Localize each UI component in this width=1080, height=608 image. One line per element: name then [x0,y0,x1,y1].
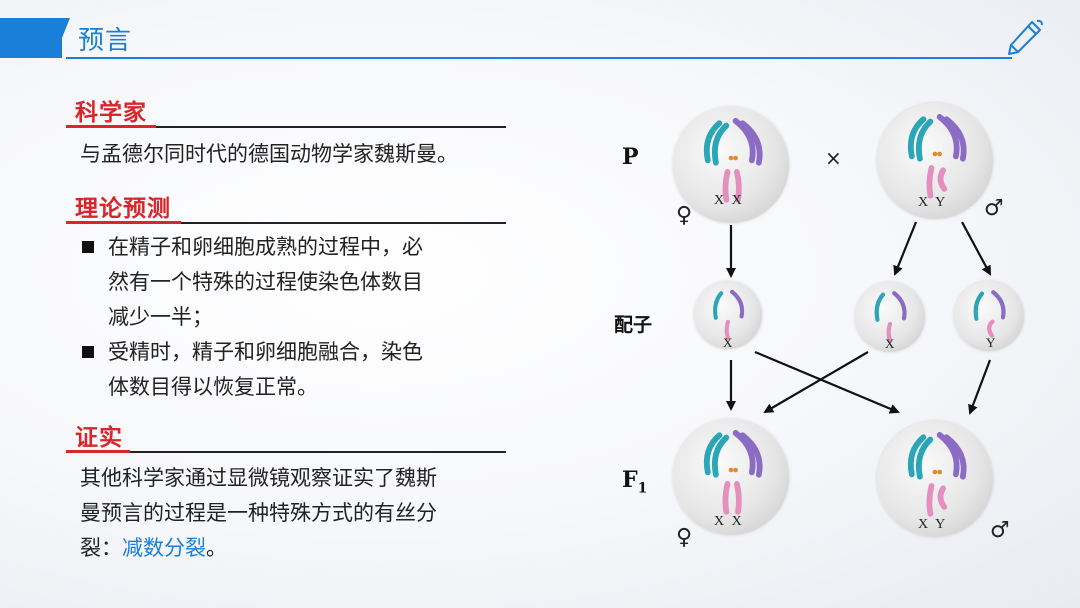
chrom-label-gamete-1: X [723,335,735,350]
section-rule-confirmation [130,451,506,453]
chromosome-set-female [703,118,763,203]
chromosome-set-female [703,430,763,515]
section-rule-prediction [181,222,506,224]
chrom-label-gamete-2: X [885,336,897,351]
male-symbol: ♂ [990,518,1010,543]
page-title: 预言 [78,26,133,56]
chrom-label-gamete-3: Y [986,335,998,350]
gamete-chromosomes [973,290,1006,338]
label-f1: F1 [622,467,648,497]
header-underline [66,57,1012,59]
bullet-marker [82,241,94,253]
gamete-2 [855,282,925,352]
pen-icon [1008,19,1043,55]
prediction-bullet-1: 在精子和卵细胞成熟的过程中，必 然有一个特殊的过程使染色体数目 减少一半； [108,230,423,335]
bullet-marker [82,346,94,358]
scientist-text: 与孟德尔同时代的德国动物学家魏斯曼。 [80,142,458,166]
section-title-prediction: 理论预测 [75,196,171,222]
male-symbol: ♂ [984,196,1004,221]
cell-p-male [877,103,993,219]
gamete-3 [954,281,1024,351]
female-symbol: ♀ [676,203,693,228]
text-line: 在精子和卵细胞成熟的过程中，必 [108,235,423,259]
text-line: 曼预言的过程是一种特殊方式的有丝分 [80,501,437,525]
section-bar-scientist [66,125,156,128]
section-title-confirmation: 证实 [75,425,123,451]
section-bar-prediction [66,221,181,224]
text-line: 受精时，精子和卵细胞融合，染色 [108,340,423,364]
arrow-male-to-gamete-y [961,221,991,276]
confirmation-text: 其他科学家通过显微镜观察证实了魏斯 曼预言的过程是一种特殊方式的有丝分 裂：减数… [80,461,437,566]
chrom-label-p-male: X Y [918,195,948,210]
arrow-male-to-gamete-x [893,221,918,276]
text-line: 裂：减数分裂。 [80,536,227,560]
gamete-chromosomes [874,291,907,343]
text-line: 减少一半； [108,305,213,329]
arrow-gamete2-to-f1-female [763,351,869,414]
chrom-label-p-female: X X [714,193,744,208]
arrow-gamete1-to-f1-male [754,350,900,414]
chromosome-set-male [907,432,967,517]
text-line: 体数目得以恢复正常。 [108,375,318,399]
gamete-chromosomes [713,289,745,341]
highlight-term: 减数分裂 [122,536,206,560]
cell-p-female [673,107,789,223]
gamete-1 [694,281,762,349]
chrom-label-f1-male: X Y [918,517,948,532]
text-line: 然有一个特殊的过程使染色体数目 [108,270,423,294]
label-gamete: 配子 [614,314,653,336]
section-title-scientist: 科学家 [75,100,147,126]
chromosome-set-male [907,114,967,199]
section-bar-confirmation [66,450,130,453]
prediction-bullet-2: 受精时，精子和卵细胞融合，染色 体数目得以恢复正常。 [108,335,423,405]
arrow-gamete3-to-f1-male [968,359,992,415]
chrom-label-f1-female: X X [714,514,744,529]
cross-symbol: × [825,146,842,170]
female-symbol: ♀ [676,525,693,550]
cell-f1-female [673,419,789,535]
section-rule-scientist [156,126,506,128]
cell-f1-male [877,421,993,537]
text-line: 其他科学家通过显微镜观察证实了魏斯 [80,466,437,490]
label-parent: P [622,144,639,170]
